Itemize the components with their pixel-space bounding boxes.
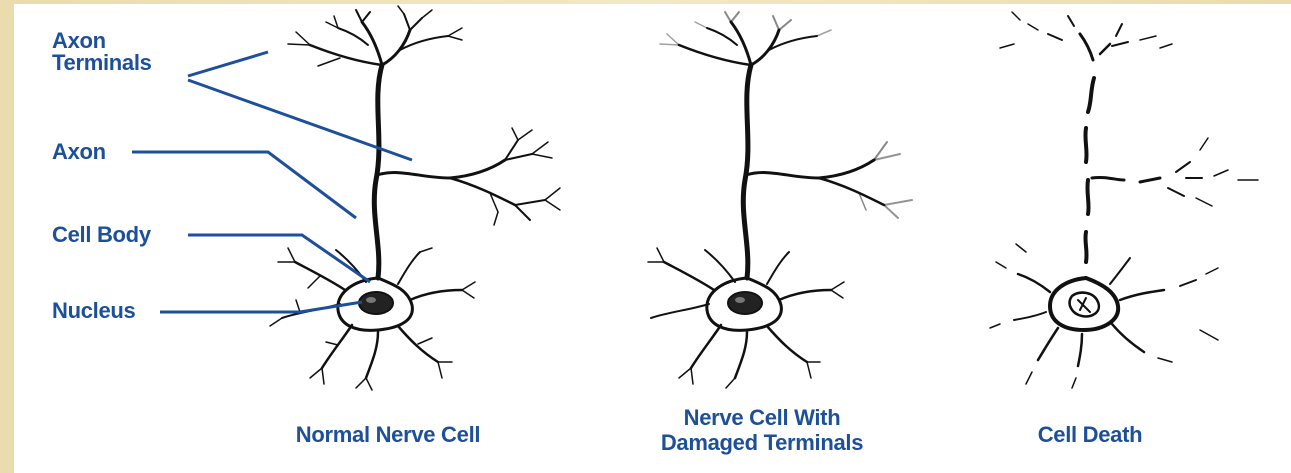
caption-cell-death: Cell Death — [1010, 422, 1170, 447]
pointer-nucleus — [160, 302, 362, 312]
label-cell-body: Cell Body — [52, 224, 151, 246]
label-axon-terminals: Axon Terminals — [52, 30, 152, 74]
damaged-nerve-cell — [648, 12, 912, 388]
label-axon: Axon — [52, 141, 106, 163]
normal-nerve-cell — [270, 6, 560, 390]
caption-damaged-terminals: Nerve Cell With Damaged Terminals — [632, 405, 892, 456]
dying-nerve-cell — [990, 12, 1258, 388]
label-pointer-lines — [132, 52, 412, 312]
caption-normal-nerve-cell: Normal Nerve Cell — [258, 422, 518, 447]
pointer-cell-body — [188, 235, 370, 282]
label-nucleus: Nucleus — [52, 300, 135, 322]
pointer-axon — [132, 152, 356, 218]
pointer-axon-terminals-upper — [188, 52, 268, 76]
